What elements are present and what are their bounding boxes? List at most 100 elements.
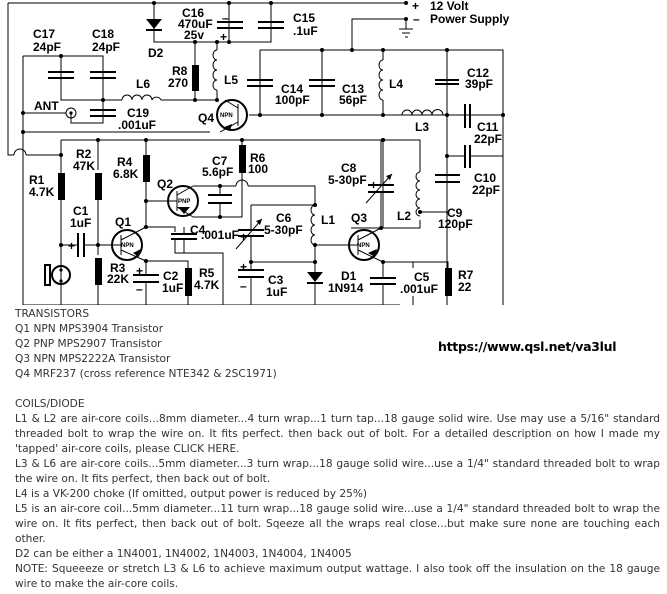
transistors-heading: TRANSISTORS	[15, 308, 90, 320]
transistor-item: Q4 MRF237 (cross reference NTE342 & 2SC1…	[15, 368, 277, 380]
capacitor-c10-symbol	[464, 145, 471, 168]
inductor-l2-symbol	[415, 171, 421, 217]
c3-plus: +	[240, 260, 247, 274]
r2-ref: R2	[76, 147, 92, 161]
resistor-r5-symbol	[185, 268, 192, 296]
r1-ref: R1	[29, 173, 45, 187]
l2-ref: L2	[397, 209, 411, 223]
c8-value: 5-30pF	[328, 173, 367, 187]
q3-ref: Q3	[351, 211, 367, 225]
resistor-r7-symbol	[445, 268, 452, 296]
c13-ref: C13	[342, 82, 364, 96]
c14-ref: C14	[281, 82, 303, 96]
resistor-r8-symbol	[192, 65, 199, 91]
resistor-r1-symbol	[58, 173, 65, 200]
capacitor-c8-variable-symbol	[365, 173, 394, 204]
coils-p1-end: .	[236, 443, 240, 455]
c15-value: .1uF	[293, 24, 318, 38]
coils-paragraph-l1-l2: L1 & L2 are air-core coils...8mm diamete…	[15, 412, 660, 457]
c7-ref: C7	[212, 154, 228, 168]
c12-ref: C12	[467, 66, 489, 80]
c6-value: 5-30pF	[264, 223, 303, 237]
minus-terminal-label: –	[413, 12, 420, 26]
l6-ref: L6	[136, 77, 150, 91]
coils-diode-section: COILS/DIODE L1 & L2 are air-core coils..…	[15, 397, 660, 592]
power-supply-label: Power Supply	[430, 12, 510, 26]
d1-ref: D1	[341, 269, 357, 283]
c4-ref: C4	[190, 223, 206, 237]
transistor-q1-symbol	[110, 226, 147, 262]
c1-value: 1uF	[70, 216, 91, 230]
capacitor-c19-symbol	[90, 109, 116, 117]
c17-ref: C17	[33, 27, 55, 41]
c6-ref: C6	[276, 211, 292, 225]
c16-ref: C16	[182, 6, 204, 20]
c11-value: 22pF	[474, 132, 502, 146]
l4-ref: L4	[389, 77, 403, 91]
c10-value: 22pF	[472, 183, 500, 197]
c16-value: 470uF	[178, 17, 213, 31]
capacitor-c2-symbol	[133, 268, 159, 305]
r3-ref: R3	[110, 261, 126, 275]
capacitor-c4-symbol	[171, 227, 197, 253]
q1-type: NPN	[121, 243, 134, 249]
r4-ref: R4	[117, 155, 133, 169]
website-url: https://www.qsl.net/va3lul	[438, 339, 617, 354]
resistor-r4-symbol	[143, 155, 150, 182]
microphone-icon	[44, 264, 71, 286]
q1-ref: Q1	[115, 215, 131, 229]
c17-value: 24pF	[33, 40, 61, 54]
c2-plus: +	[136, 264, 143, 278]
resistor-r3-symbol	[95, 258, 102, 285]
r6-value: 100	[248, 162, 268, 176]
c8-ref: C8	[341, 161, 357, 175]
c9-value: 120pF	[438, 217, 473, 231]
coils-paragraph-d2: D2 can be either a 1N4001, 1N4002, 1N400…	[15, 548, 352, 560]
l3-ref: L3	[415, 120, 429, 134]
resistor-r2-symbol	[95, 173, 102, 200]
c16-minus: –	[222, 11, 229, 25]
r5-value: 4.7K	[194, 278, 220, 292]
r4-value: 6.8K	[113, 167, 139, 181]
l5-ref: L5	[224, 73, 238, 87]
antenna-label: ANT	[34, 99, 59, 113]
coils-paragraph-note: NOTE: Squeeeze or stretch L3 & L6 to ach…	[15, 563, 660, 590]
r7-value: 22	[458, 280, 472, 294]
c15-ref: C15	[293, 11, 315, 25]
capacitor-c12-symbol	[435, 79, 459, 85]
capacitor-c16-symbol	[217, 3, 243, 42]
coils-paragraph-l3-l6: L3 & L6 are air-core coils...5mm diamete…	[15, 458, 660, 485]
c19-ref: C19	[127, 106, 149, 120]
click-here-link[interactable]: CLICK HERE	[173, 443, 237, 455]
schematic-diagram: + 12 Volt – Power Supply ANT C17 24pF C1…	[7, 0, 510, 305]
c5-ref: C5	[414, 270, 430, 284]
c19-value: .001uF	[118, 118, 156, 132]
q3-type: NPN	[357, 243, 370, 249]
r1-value: 4.7K	[29, 185, 55, 199]
capacitor-c7-symbol	[208, 194, 232, 204]
antenna-connector-icon	[65, 107, 77, 119]
diode-d1-symbol	[307, 272, 323, 284]
r6-ref: R6	[250, 151, 266, 165]
c2-ref: C2	[163, 269, 179, 283]
c11-ref: C11	[477, 120, 499, 134]
capacitor-c3-symbol	[238, 269, 264, 278]
inductor-l1-symbol	[310, 204, 316, 246]
c1-plus: +	[68, 239, 75, 253]
d2-ref: D2	[148, 46, 164, 60]
coils-paragraph-l4: L4 is a VK-200 choke (If omitted, output…	[15, 488, 368, 500]
l1-ref: L1	[321, 213, 335, 227]
junction-dots	[21, 1, 505, 264]
c18-ref: C18	[92, 27, 114, 41]
inductor-l5-symbol	[212, 49, 218, 91]
c3-value: 1uF	[266, 285, 287, 299]
c2-minus: –	[136, 282, 143, 296]
transistor-q4-symbol	[216, 99, 248, 133]
c14-value: 100pF	[275, 93, 310, 107]
c3-ref: C3	[268, 273, 284, 287]
inductor-l6-symbol	[121, 94, 162, 101]
c16-plus: +	[220, 30, 227, 44]
c6-plus: +	[240, 230, 247, 244]
capacitor-c13-symbol	[309, 79, 335, 87]
c18-value: 24pF	[92, 40, 120, 54]
